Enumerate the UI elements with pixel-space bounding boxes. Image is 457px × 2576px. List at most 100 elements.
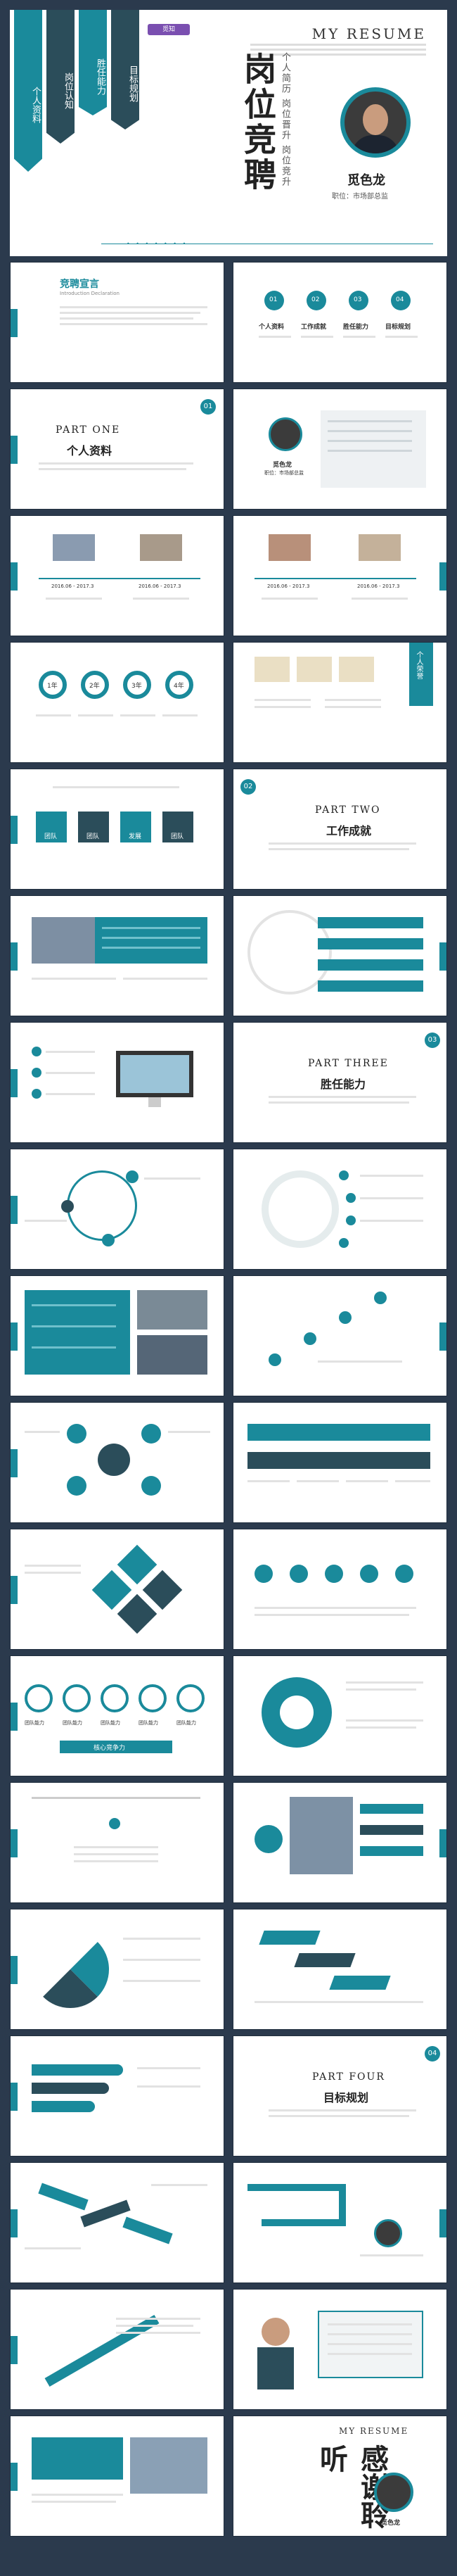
ability-5: 团队能力: [176, 1720, 196, 1726]
subtitle-lines: [250, 44, 426, 58]
part-one-num: 01: [200, 399, 216, 415]
slide-arc-list: [233, 895, 447, 1016]
part-four-title: PART FOUR: [312, 2071, 385, 2083]
contents-item-4: 目标规划: [385, 324, 411, 331]
slide-profile-end: [233, 2162, 447, 2283]
slide-thanks: MY RESUME 感谢聆听 觅色龙: [233, 2416, 447, 2537]
title-columns: 个人简历 岗位晋升 岗位竞升: [278, 52, 292, 187]
edge-tab: [439, 1322, 446, 1351]
slide-declaration: 竞聘宣言 Introduction Declaration: [10, 262, 224, 383]
end-resume-title: MY RESUME: [339, 2426, 409, 2436]
ability-2: 团队能力: [63, 1720, 82, 1726]
slide-part-four: 04 PART FOUR 目标规划: [233, 2035, 447, 2157]
part-four-num: 04: [425, 2046, 440, 2062]
title-col-2: 岗位晋升: [280, 99, 290, 141]
edge-tab: [11, 2336, 18, 2364]
part-three-sub: 胜任能力: [321, 1078, 366, 1091]
slide-bracket: [10, 1782, 224, 1903]
edge-tab: [11, 1449, 18, 1477]
ability-3: 团队能力: [101, 1720, 120, 1726]
slide-letter-circles: [233, 1529, 447, 1650]
stat-label-2: 2年: [89, 683, 100, 690]
edge-tab: [11, 1829, 18, 1857]
process-label-2: 团队: [86, 833, 100, 840]
slide-achievement-list: [10, 895, 224, 1016]
ability-4: 团队能力: [139, 1720, 158, 1726]
slide-target-rings: [233, 1149, 447, 1270]
part-two-num: 02: [240, 779, 256, 795]
stat-label-3: 3年: [131, 683, 142, 690]
slide-part-two: 02 PART TWO 工作成就: [233, 769, 447, 890]
contents-item-2: 工作成就: [301, 324, 327, 331]
title-col-1: 个人简历: [280, 52, 290, 94]
edge-tab: [11, 1576, 18, 1604]
ribbon-cognition: 岗位认知: [46, 10, 75, 144]
contents-num-4: 04: [396, 296, 404, 303]
part-two-title: PART TWO: [315, 804, 381, 816]
end-name: 觅色龙: [381, 2520, 401, 2527]
person-name: 觅色龙: [347, 173, 385, 188]
slide-part-one: 01 PART ONE 个人资料: [10, 389, 224, 510]
part-three-num: 03: [425, 1033, 440, 1048]
core-competence: 核心竞争力: [94, 1745, 126, 1752]
ability-1: 团队能力: [25, 1720, 44, 1726]
dots-decoration: • • • • • • •: [127, 241, 188, 247]
contents-item-3: 胜任能力: [343, 324, 369, 331]
slide-team-photo: [233, 1782, 447, 1903]
brand-logo: 觅知: [148, 24, 190, 35]
edge-tab: [11, 309, 18, 337]
declaration-title: 竞聘宣言: [60, 279, 99, 290]
edge-tab: [11, 2083, 18, 2111]
cover-slide: 个人资料 岗位认知 胜任能力 目标规划 觅知 MY RESUME 岗位竞聘 个人…: [10, 10, 447, 256]
process-label-3: 发展: [129, 833, 142, 840]
edge-tab: [11, 2463, 18, 2491]
resume-title: MY RESUME: [311, 25, 426, 42]
contents-num-1: 01: [269, 296, 278, 303]
edge-tab: [11, 1069, 18, 1097]
process-label-4: 团队: [171, 833, 184, 840]
slide-hex-flower: [10, 1529, 224, 1650]
edge-tab: [11, 562, 18, 591]
person-role: 职位：市场部总监: [332, 193, 388, 201]
slide-arrow-process: [233, 1402, 447, 1523]
edge-tab: [11, 2209, 18, 2237]
edge-tab: [11, 816, 18, 844]
contents-num-3: 03: [354, 296, 362, 303]
timeline-year-2: 2016.06 - 2017.3: [139, 583, 181, 589]
slide-grid-photos: [10, 1275, 224, 1396]
stat-label-4: 4年: [174, 683, 184, 690]
edge-tab: [11, 1703, 18, 1731]
profile-name: 觅色龙: [273, 462, 292, 469]
edge-tab: [11, 1322, 18, 1351]
edge-tab: [11, 1196, 18, 1224]
profile-role: 职位：市场部总监: [264, 470, 304, 476]
slide-hub: [10, 1402, 224, 1523]
ribbon-personal: 个人资料: [14, 10, 42, 172]
slide-fan: [10, 1909, 224, 2030]
slide-timeline-b: 2016.06 - 2017.3 2016.06 - 2017.3: [233, 515, 447, 636]
edge-tab: [439, 2209, 446, 2237]
slide-zigzag: [10, 2162, 224, 2283]
edge-tab: [439, 562, 446, 591]
slide-rising-arrow: [10, 2289, 224, 2410]
slide-stats: 1年 2年 3年 4年: [10, 642, 224, 763]
slide-presenter: [233, 2289, 447, 2410]
contents-num-2: 02: [311, 296, 320, 303]
slide-ribbon-steps: [233, 1909, 447, 2030]
timeline-year-1: 2016.06 - 2017.3: [51, 583, 94, 589]
declaration-subtitle: Introduction Declaration: [60, 291, 120, 296]
slide-profile: 觅色龙 职位：市场部总监: [233, 389, 447, 510]
slide-pie-cycle: [233, 1655, 447, 1776]
ribbon-plan: 目标规划: [111, 10, 139, 130]
part-three-title: PART THREE: [308, 1058, 389, 1069]
stat-label-1: 1年: [47, 683, 58, 690]
part-four-sub: 目标规划: [323, 2091, 369, 2104]
title-col-3: 岗位竞升: [280, 145, 290, 188]
slide-process: 团队 团队 发展 团队: [10, 769, 224, 890]
slide-growth-path: [233, 1275, 447, 1396]
edge-tab: [439, 942, 446, 971]
edge-tab: [439, 1829, 446, 1857]
certs-ribbon: 个人荣誉: [415, 651, 423, 679]
edge-tab: [11, 942, 18, 971]
slide-swoosh: [10, 2035, 224, 2157]
